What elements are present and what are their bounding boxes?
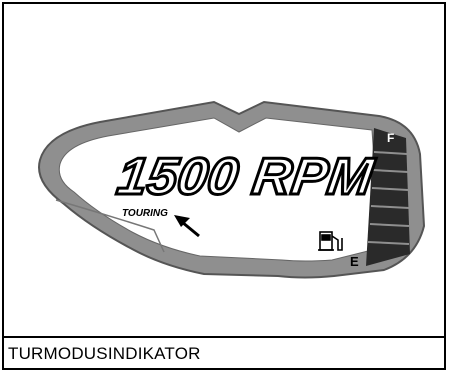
rpm-readout: 1500 RPM [114,148,379,206]
caption-divider [4,336,444,338]
fuel-full-label: F [387,131,394,145]
figure-frame: F E 1500 RPM TOURING TURMODUSINDIKATOR [2,2,446,370]
touring-mode-label: TOURING [122,208,168,219]
figure-caption: TURMODUSINDIKATOR [8,344,201,364]
instrument-cluster-figure: F E 1500 RPM TOURING [4,4,444,336]
fuel-empty-label: E [350,254,359,269]
